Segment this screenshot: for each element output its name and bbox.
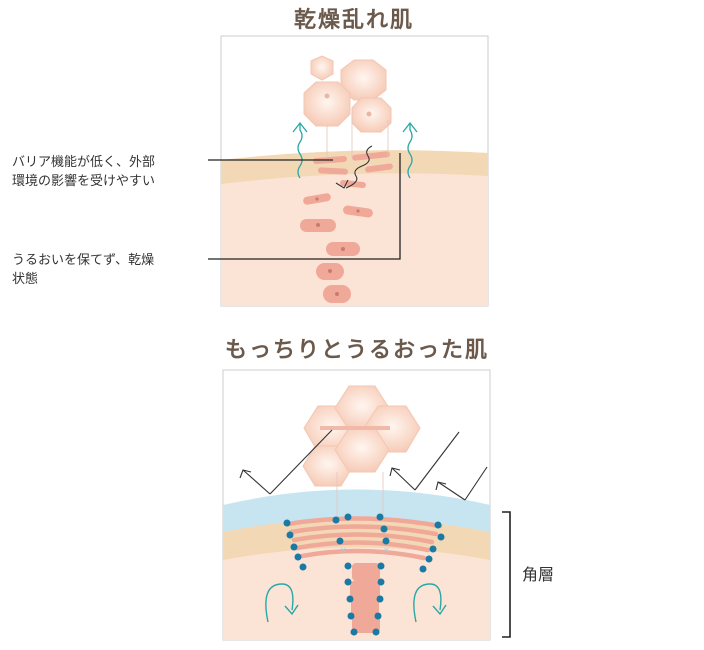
dry-skin-base bbox=[221, 150, 488, 306]
dry-cell-nuclei bbox=[315, 197, 360, 296]
ordered-horny-cells bbox=[285, 516, 443, 561]
barrier-annotation-line2: 環境の影響を受けやすい bbox=[12, 174, 156, 189]
stratum-corneum-label: 角層 bbox=[522, 565, 555, 584]
dry-skin-title: 乾燥乱れ肌 bbox=[293, 8, 414, 33]
moist-dermis-cells bbox=[350, 563, 380, 633]
moisture-annotation-line1: うるおいを保てず、乾燥 bbox=[12, 253, 155, 268]
moisture-escape-arrows bbox=[292, 121, 418, 179]
dry-stratum-layer bbox=[221, 150, 488, 184]
moist-skin-title: もっちりとうるおった肌 bbox=[224, 338, 489, 363]
moist-skin-panel: ✕ ✕ bbox=[222, 369, 511, 641]
intercellular-lipid-dots bbox=[283, 513, 445, 636]
moisture-annotation: うるおいを保てず、乾燥 状態 bbox=[12, 251, 154, 289]
moist-surface-hexagons bbox=[302, 385, 421, 487]
moisture-circulation-arrows bbox=[265, 583, 447, 623]
svg-text:✕: ✕ bbox=[340, 546, 347, 555]
ceramide-links: ✕ ✕ bbox=[340, 546, 390, 555]
irritant-entry-arrow bbox=[335, 145, 373, 189]
dry-allergen-particles bbox=[303, 55, 392, 133]
dry-guide-lines bbox=[326, 108, 389, 158]
stratum-bracket bbox=[502, 511, 511, 638]
deflected-irritant-arrows bbox=[239, 429, 488, 501]
barrier-annotation: バリア機能が低く、外部 環境の影響を受けやすい bbox=[12, 153, 155, 191]
moist-guide-lines bbox=[336, 472, 384, 516]
dry-annotation-leaders bbox=[208, 153, 401, 260]
dry-skin-panel bbox=[208, 35, 489, 307]
barrier-annotation-line1: バリア機能が低く、外部 bbox=[12, 155, 156, 170]
svg-text:✕: ✕ bbox=[383, 546, 390, 555]
moisture-annotation-line2: 状態 bbox=[12, 272, 39, 287]
